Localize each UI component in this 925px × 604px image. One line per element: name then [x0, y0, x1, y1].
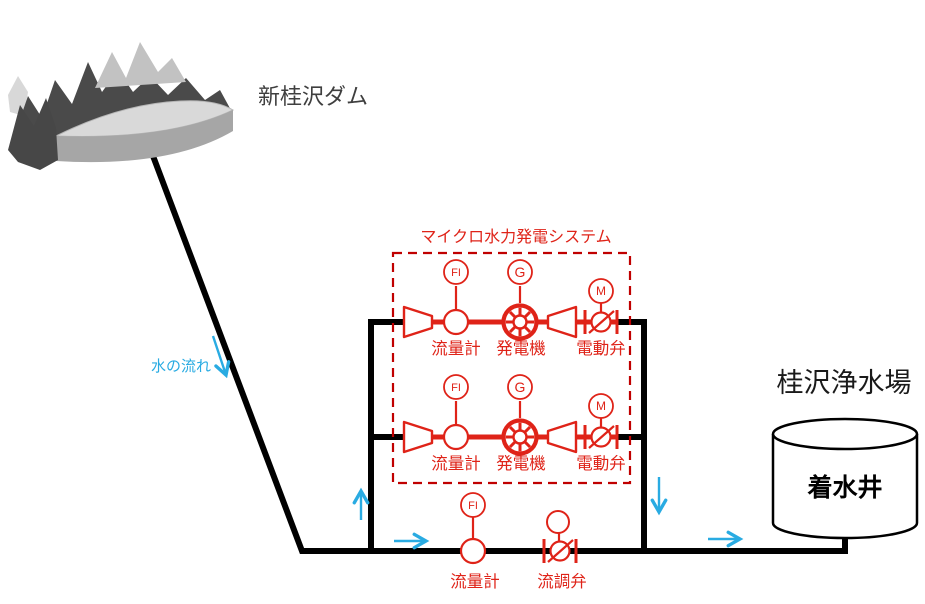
fi-tag-text: FI — [468, 500, 478, 512]
reducer-inlet-icon — [402, 305, 434, 339]
mountain-light-peaks — [95, 42, 186, 88]
turbine-generator-icon — [504, 306, 537, 339]
plant-title: 桂沢浄水場 — [777, 368, 912, 398]
flow-direction-arrows — [211, 335, 740, 541]
bypass-flow-meter-icon — [459, 537, 487, 565]
generation-branch-1: FI G M 流量計 発電機 電動弁 — [402, 259, 626, 358]
motor-valve-label: 電動弁 — [576, 339, 626, 358]
diffuser-outlet-icon — [546, 420, 578, 454]
micro-hydro-system-box — [391, 251, 632, 485]
flow-meter-label: 流量計 — [431, 339, 481, 358]
control-valve-actuator-circle — [546, 510, 570, 534]
flow-meter-icon — [442, 423, 470, 451]
receiving-tank-cylinder: 着水井 — [771, 417, 919, 540]
flow-meter-icon — [442, 308, 470, 336]
tank-label: 着水井 — [806, 473, 882, 502]
dam-crest-surface — [55, 100, 235, 137]
dam-title: 新桂沢ダム — [258, 84, 368, 109]
generation-branch-2: FI G M 流量計 発電機 電動弁 — [402, 374, 626, 473]
g-tag-text: G — [515, 264, 526, 280]
dam-front-rim — [56, 110, 233, 163]
mountain-dark-range — [12, 62, 232, 148]
tank-body — [771, 434, 919, 540]
flow-arrow-penstock — [211, 335, 226, 375]
generator-label: 発電機 — [496, 339, 546, 358]
flow-control-valve-label: 流調弁 — [537, 572, 587, 591]
penstock-pipe — [147, 146, 848, 554]
fi-tag-text: FI — [451, 267, 461, 279]
dam-illustration — [8, 42, 235, 170]
tank-top — [771, 417, 919, 451]
flow-meter-label: 流量計 — [431, 454, 481, 473]
generator-label: 発電機 — [496, 454, 546, 473]
bypass-line-components: FI 流量計 流調弁 — [450, 492, 587, 591]
turbine-generator-icon — [504, 421, 537, 454]
fi-tag-text: FI — [451, 382, 461, 394]
mountain-light-left — [8, 76, 28, 116]
m-tag-text: M — [596, 399, 606, 413]
reducer-inlet-icon — [402, 420, 434, 454]
pipe-network — [147, 146, 848, 554]
bypass-flow-meter-label: 流量計 — [450, 572, 500, 591]
m-tag-text: M — [596, 284, 606, 298]
micro-hydro-system-title: マイクロ水力発電システム — [420, 228, 611, 246]
g-tag-text: G — [515, 379, 526, 395]
diffuser-outlet-icon — [546, 305, 578, 339]
water-flow-label: 水の流れ — [151, 358, 211, 375]
mountain-dark-foreground — [8, 98, 58, 170]
motor-valve-label: 電動弁 — [576, 454, 626, 473]
